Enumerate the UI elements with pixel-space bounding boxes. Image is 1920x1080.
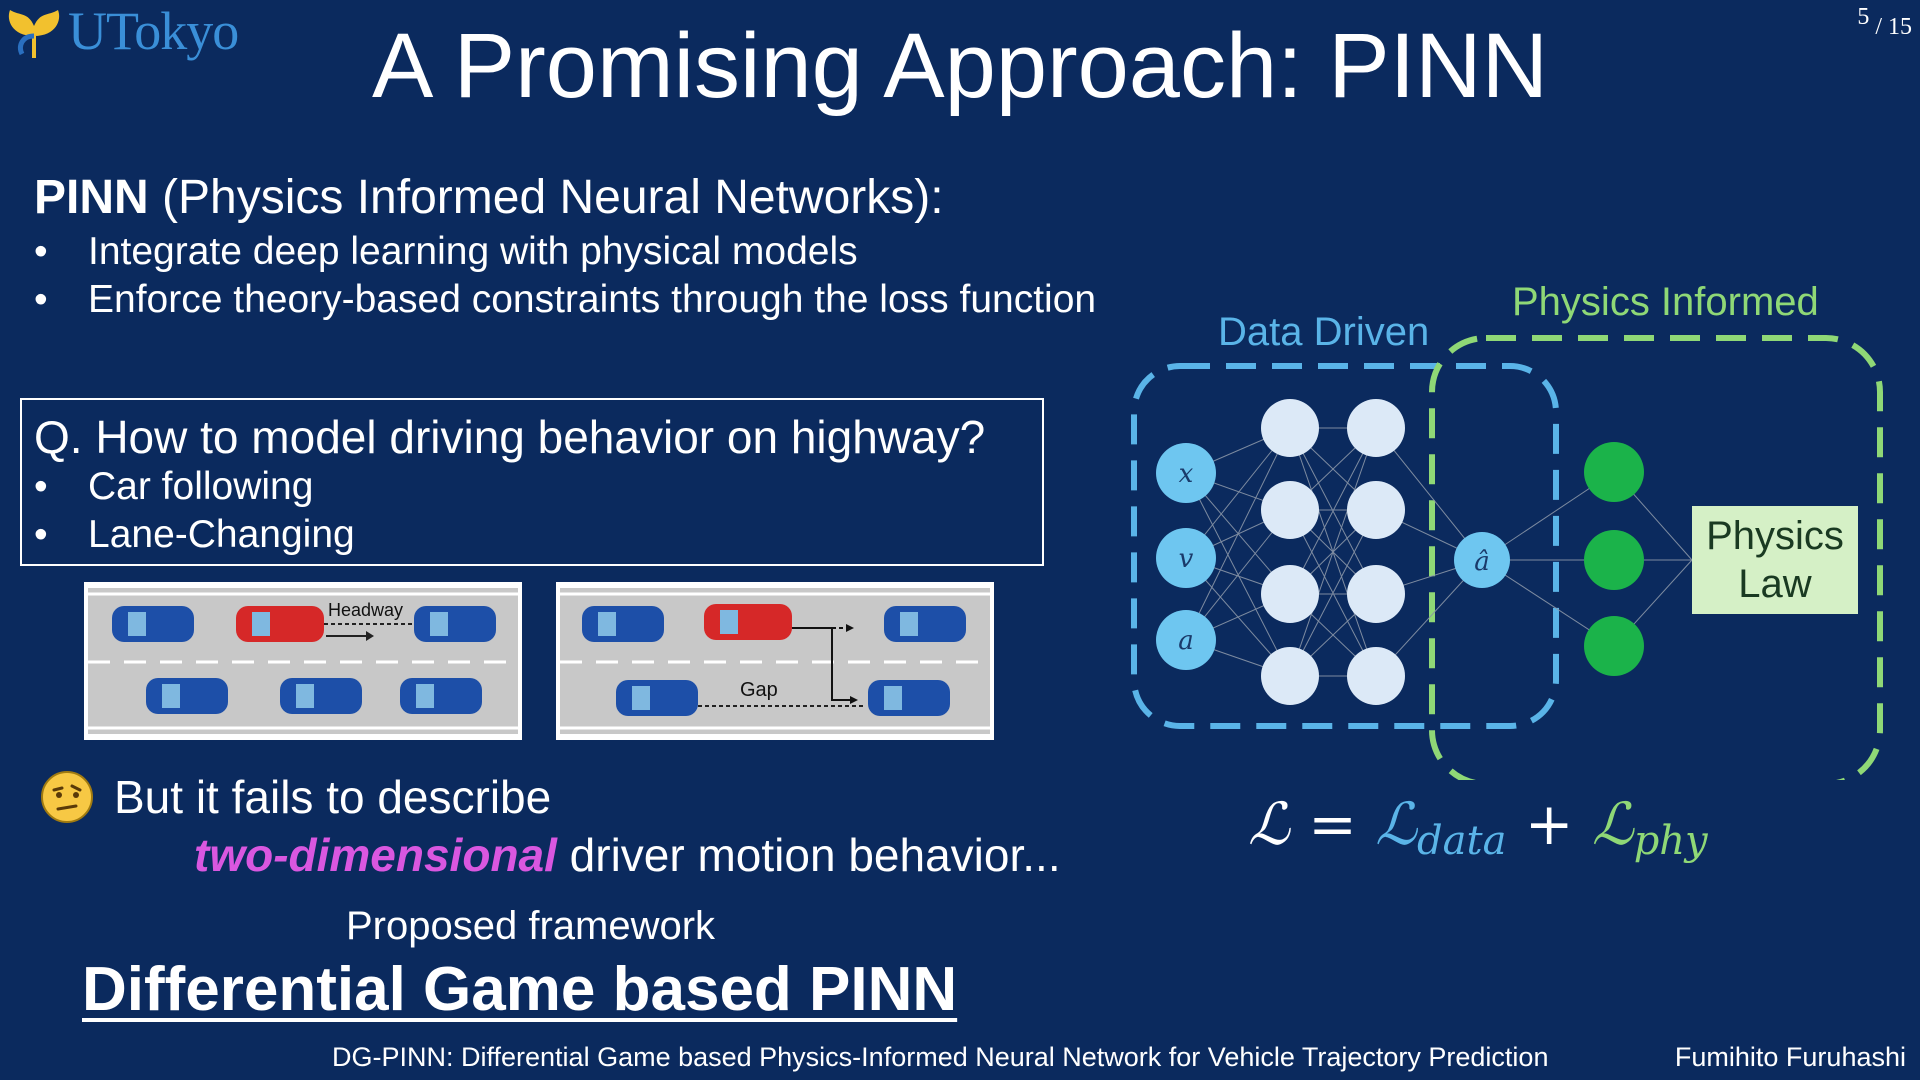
loss-data-symbol: ℒ	[1375, 790, 1418, 858]
page-total: / 15	[1875, 14, 1912, 40]
bullet-icon: •	[34, 513, 48, 556]
hidden-node	[1261, 647, 1319, 705]
loss-data-subscript: data	[1417, 818, 1507, 864]
physics-law-line-2: Law	[1738, 562, 1812, 606]
failure-line-1: But it fails to describe	[114, 771, 552, 823]
physics-informed-region	[1429, 335, 1883, 780]
ginkgo-logo-icon	[8, 10, 60, 58]
list-item: • Lane-Changing	[34, 511, 355, 559]
car-icon	[868, 680, 950, 716]
arrowhead-icon	[850, 696, 858, 704]
list-item: • Car following	[34, 463, 355, 511]
pinn-definition: PINN (Physics Informed Neural Networks):	[34, 170, 944, 225]
logo-text: UTokyo	[68, 1, 239, 61]
car-icon	[884, 606, 966, 642]
hidden-node	[1347, 647, 1405, 705]
data-driven-label: Data Driven	[1218, 310, 1430, 354]
physics-node	[1584, 616, 1644, 676]
input-v-label: v	[1179, 544, 1194, 574]
physics-law-line-1: Physics	[1706, 514, 1844, 558]
data-driven-region	[1131, 363, 1559, 729]
thinking-face-emoji-icon	[41, 771, 93, 823]
loss-phy-term: ℒphy	[1591, 790, 1708, 864]
input-node	[1156, 610, 1216, 670]
car-icon	[400, 678, 482, 714]
headway-label: Headway	[328, 600, 403, 620]
hidden-node	[1261, 565, 1319, 623]
car-following-figure: Headway	[84, 582, 522, 740]
output-node	[1454, 532, 1510, 588]
loss-plus: +	[1506, 790, 1592, 858]
car-icon	[146, 678, 228, 714]
slide-title: A Promising Approach: PINN	[371, 15, 1549, 117]
lane-change-arrow-icon	[792, 627, 850, 701]
physics-informed-label: Physics Informed	[1512, 280, 1819, 324]
loss-data-term: ℒdata	[1375, 790, 1506, 864]
list-item: • Enforce theory-based constraints throug…	[34, 276, 1096, 324]
hidden-node	[1347, 399, 1405, 457]
red-car-icon	[236, 606, 324, 642]
physics-node	[1584, 530, 1644, 590]
input-a-label: a	[1178, 626, 1194, 656]
car-icon	[280, 678, 362, 714]
car-icon	[414, 606, 496, 642]
loss-phy-symbol: ℒ	[1591, 790, 1634, 858]
bullet-text: Lane-Changing	[88, 513, 355, 556]
proposed-framework-name: Differential Game based PINN	[82, 955, 958, 1024]
hidden-node	[1347, 481, 1405, 539]
proposed-caption: Proposed framework	[346, 904, 716, 948]
input-node	[1156, 528, 1216, 588]
question-bullets: • Car following • Lane-Changing	[34, 463, 355, 559]
gap-label: Gap	[740, 679, 778, 701]
failure-line-2: two-dimensional driver motion behavior..…	[194, 828, 1061, 882]
list-item: • Integrate deep learning with physical m…	[34, 228, 1096, 276]
physics-node	[1584, 442, 1644, 502]
arrowhead-icon	[366, 631, 374, 641]
car-icon	[616, 680, 698, 716]
bullet-icon: •	[34, 278, 48, 321]
car-icon	[582, 606, 664, 642]
hidden-node	[1261, 481, 1319, 539]
output-label: â	[1474, 547, 1490, 577]
red-car-icon	[704, 604, 792, 640]
pinn-definition-text: (Physics Informed Neural Networks):	[148, 171, 944, 224]
pinn-diagram: x v a â	[1131, 335, 1883, 780]
loss-total-symbol: ℒ	[1248, 790, 1290, 858]
footer-paper-title: DG-PINN: Differential Game based Physics…	[332, 1042, 1549, 1072]
input-x-label: x	[1179, 459, 1194, 489]
hidden-node	[1261, 399, 1319, 457]
lane-changing-figure: Gap	[556, 582, 994, 740]
loss-equation: ℒ = ℒdata + ℒphy	[1248, 790, 1708, 864]
arrowhead-icon	[846, 624, 854, 632]
failure-line-2-rest: driver motion behavior...	[556, 829, 1061, 881]
failure-highlight: two-dimensional	[194, 829, 557, 881]
bullet-icon: •	[34, 465, 48, 508]
loss-equals: =	[1289, 790, 1376, 858]
hidden-node	[1347, 565, 1405, 623]
footer-author: Fumihito Furuhashi	[1674, 1042, 1906, 1072]
input-node	[1156, 443, 1216, 503]
question-title: Q. How to model driving behavior on high…	[34, 411, 986, 463]
page-current: 5	[1857, 4, 1870, 30]
question-box	[20, 398, 1044, 566]
bullet-text: Integrate deep learning with physical mo…	[88, 230, 858, 273]
bullet-text: Car following	[88, 465, 314, 508]
car-icon	[112, 606, 194, 642]
bullet-icon: •	[34, 230, 48, 273]
bullet-text: Enforce theory-based constraints through…	[88, 278, 1097, 321]
pinn-term: PINN	[34, 171, 149, 224]
page-number: 5 / 15	[1857, 4, 1912, 41]
pinn-bullets: • Integrate deep learning with physical m…	[34, 228, 1096, 324]
loss-phy-subscript: phy	[1633, 818, 1708, 864]
